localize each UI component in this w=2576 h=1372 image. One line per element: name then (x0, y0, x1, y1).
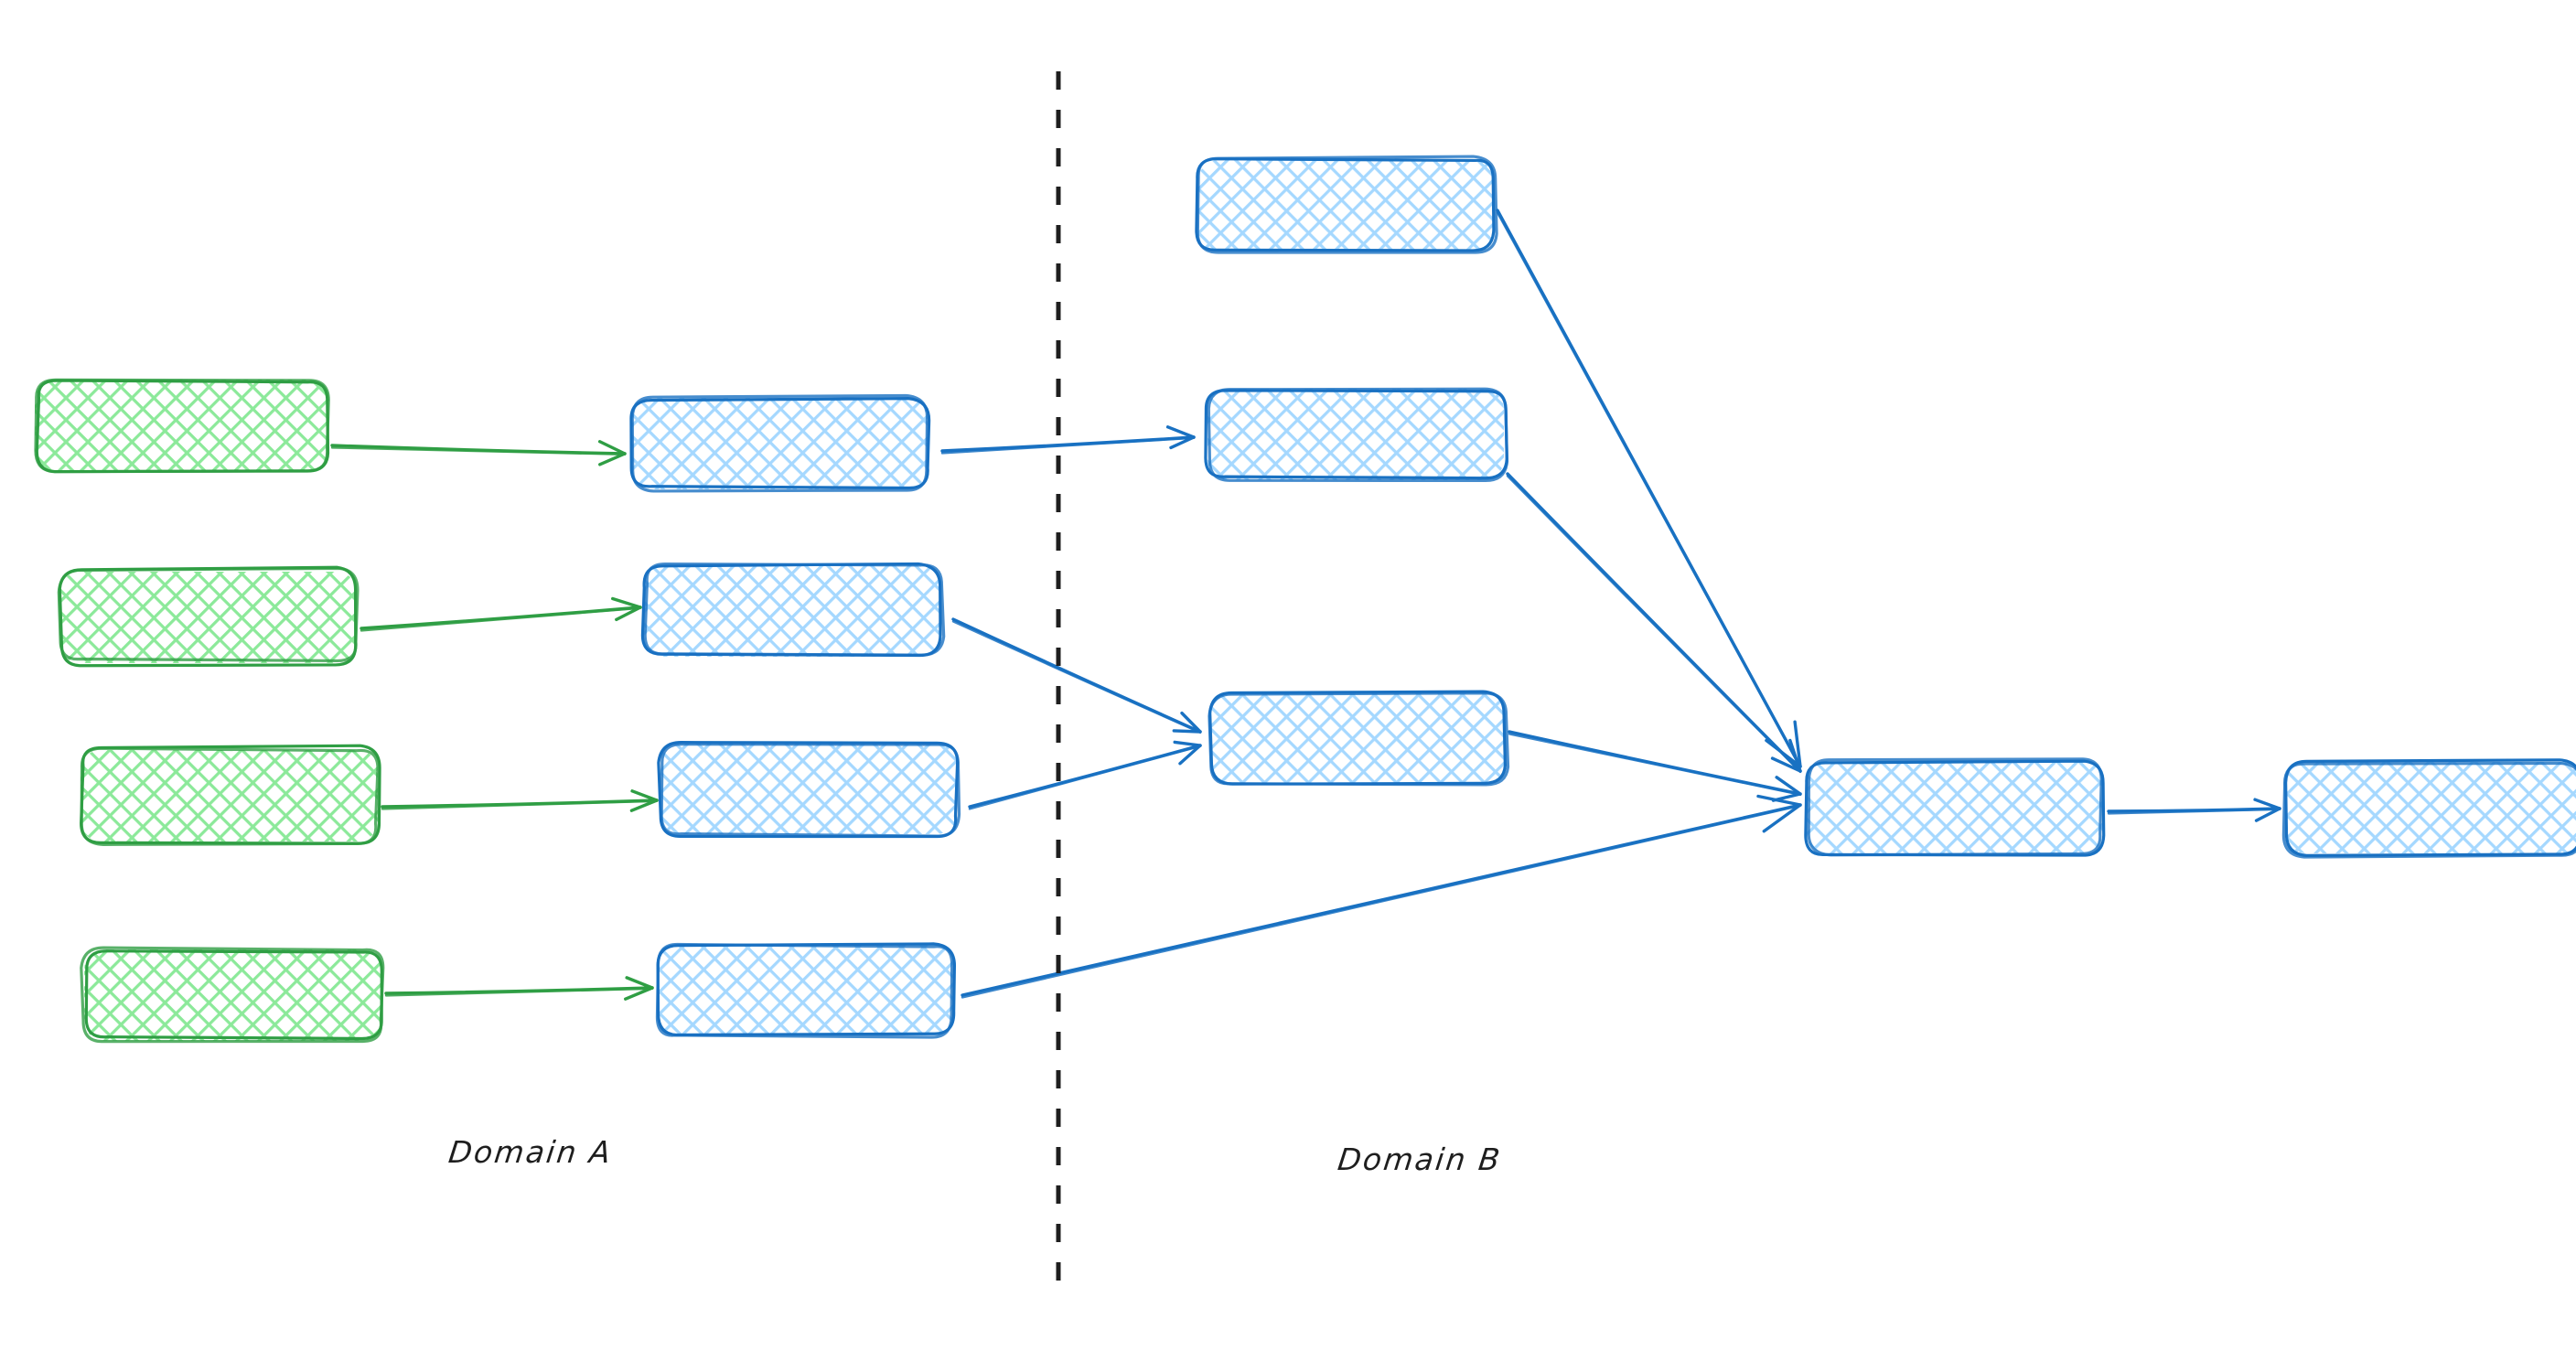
edge-layer (330, 209, 2281, 1001)
node-outline (1807, 757, 2103, 857)
node-outline (630, 393, 929, 493)
diagram-edge[interactable] (2107, 798, 2281, 822)
domain-label-domain-b: Domain B (1336, 1142, 1504, 1177)
diagram-node[interactable] (629, 393, 931, 493)
edge-shaft (381, 799, 659, 810)
node-outline (1207, 387, 1509, 483)
diagram-node[interactable] (80, 946, 385, 1044)
diagram-node[interactable] (640, 562, 946, 658)
edge-arrowhead (1173, 740, 1202, 747)
edge-arrowhead (629, 799, 659, 812)
node-outline (1196, 155, 1498, 254)
edge-arrowhead (1770, 756, 1802, 773)
diagram-node[interactable] (655, 942, 957, 1039)
node-fill (1209, 693, 1506, 785)
edge-arrowhead (1775, 776, 1802, 796)
edge-arrowhead (2254, 807, 2281, 822)
edge-arrowhead (2253, 798, 2281, 810)
edge-arrowhead (1762, 803, 1802, 833)
edge-arrowhead (597, 440, 627, 456)
diagram-node[interactable] (80, 744, 381, 846)
diagram-edge[interactable] (951, 617, 1202, 734)
node-outline (2281, 761, 2576, 859)
edge-shaft (1508, 733, 1802, 797)
edge-shaft (1496, 211, 1802, 769)
node-fill (59, 572, 357, 663)
diagram-node[interactable] (1195, 155, 1498, 254)
edge-arrowhead (625, 976, 654, 990)
edge-arrowhead (1178, 744, 1202, 766)
diagram-edge[interactable] (1508, 730, 1802, 802)
diagram-edge[interactable] (961, 794, 1802, 999)
node-fill (35, 380, 329, 471)
edge-arrowhead (1771, 792, 1802, 802)
node-outline (1208, 691, 1510, 787)
node-outline (84, 949, 383, 1041)
edge-arrowhead (615, 606, 642, 622)
edge-shaft (951, 620, 1202, 734)
edge-arrowhead (611, 596, 642, 609)
edge-arrowhead (1180, 711, 1202, 734)
diagram-edge[interactable] (330, 440, 627, 466)
diagram-edge[interactable] (1506, 472, 1802, 774)
diagram-node[interactable] (657, 741, 961, 839)
diagram-edge[interactable] (940, 425, 1196, 455)
node-outline (643, 562, 946, 657)
edge-arrowhead (1165, 425, 1196, 439)
edge-shaft (940, 436, 1196, 455)
diagram-edge[interactable] (1496, 209, 1802, 769)
edge-shaft (360, 606, 642, 632)
node-outline (34, 378, 330, 474)
diagram-node[interactable] (1208, 690, 1510, 787)
edge-shaft (968, 745, 1202, 810)
edge-arrowhead (1793, 720, 1802, 768)
node-fill (84, 949, 381, 1041)
node-fill (2285, 762, 2576, 853)
edge-arrowhead (1788, 738, 1802, 773)
diagram-edge[interactable] (968, 740, 1202, 810)
node-outline (660, 742, 961, 838)
edge-arrowhead (1172, 729, 1202, 734)
diagram-node[interactable] (34, 378, 330, 474)
edge-arrowhead (630, 789, 659, 802)
node-fill (80, 750, 378, 841)
node-outline (80, 946, 385, 1044)
node-fill (631, 398, 928, 489)
node-layer (34, 155, 2576, 1044)
node-fill (1198, 160, 1495, 252)
domain-label-domain-a: Domain A (446, 1134, 615, 1170)
diagram-node[interactable] (2281, 758, 2576, 859)
diagram-node[interactable] (1204, 387, 1509, 483)
edge-shaft (2107, 808, 2281, 815)
diagram-node[interactable] (1804, 757, 2106, 857)
diagram-edge[interactable] (384, 976, 654, 1001)
node-fill (657, 944, 953, 1035)
node-fill (1208, 389, 1504, 480)
edge-shaft (330, 446, 627, 456)
edge-shaft (1506, 475, 1802, 774)
node-fill (643, 565, 939, 657)
edge-arrowhead (624, 986, 654, 1001)
edge-arrowhead (598, 452, 627, 466)
diagram-node[interactable] (57, 565, 360, 668)
node-fill (1807, 762, 2103, 853)
edge-shaft (961, 804, 1802, 999)
diagram-edge[interactable] (381, 789, 659, 812)
diagram-edge[interactable] (360, 596, 642, 632)
node-outline (57, 566, 360, 663)
node-outline (80, 746, 380, 846)
edge-arrowhead (1169, 435, 1196, 450)
node-fill (660, 743, 957, 834)
edge-shaft (384, 987, 654, 997)
node-outline (655, 942, 954, 1039)
